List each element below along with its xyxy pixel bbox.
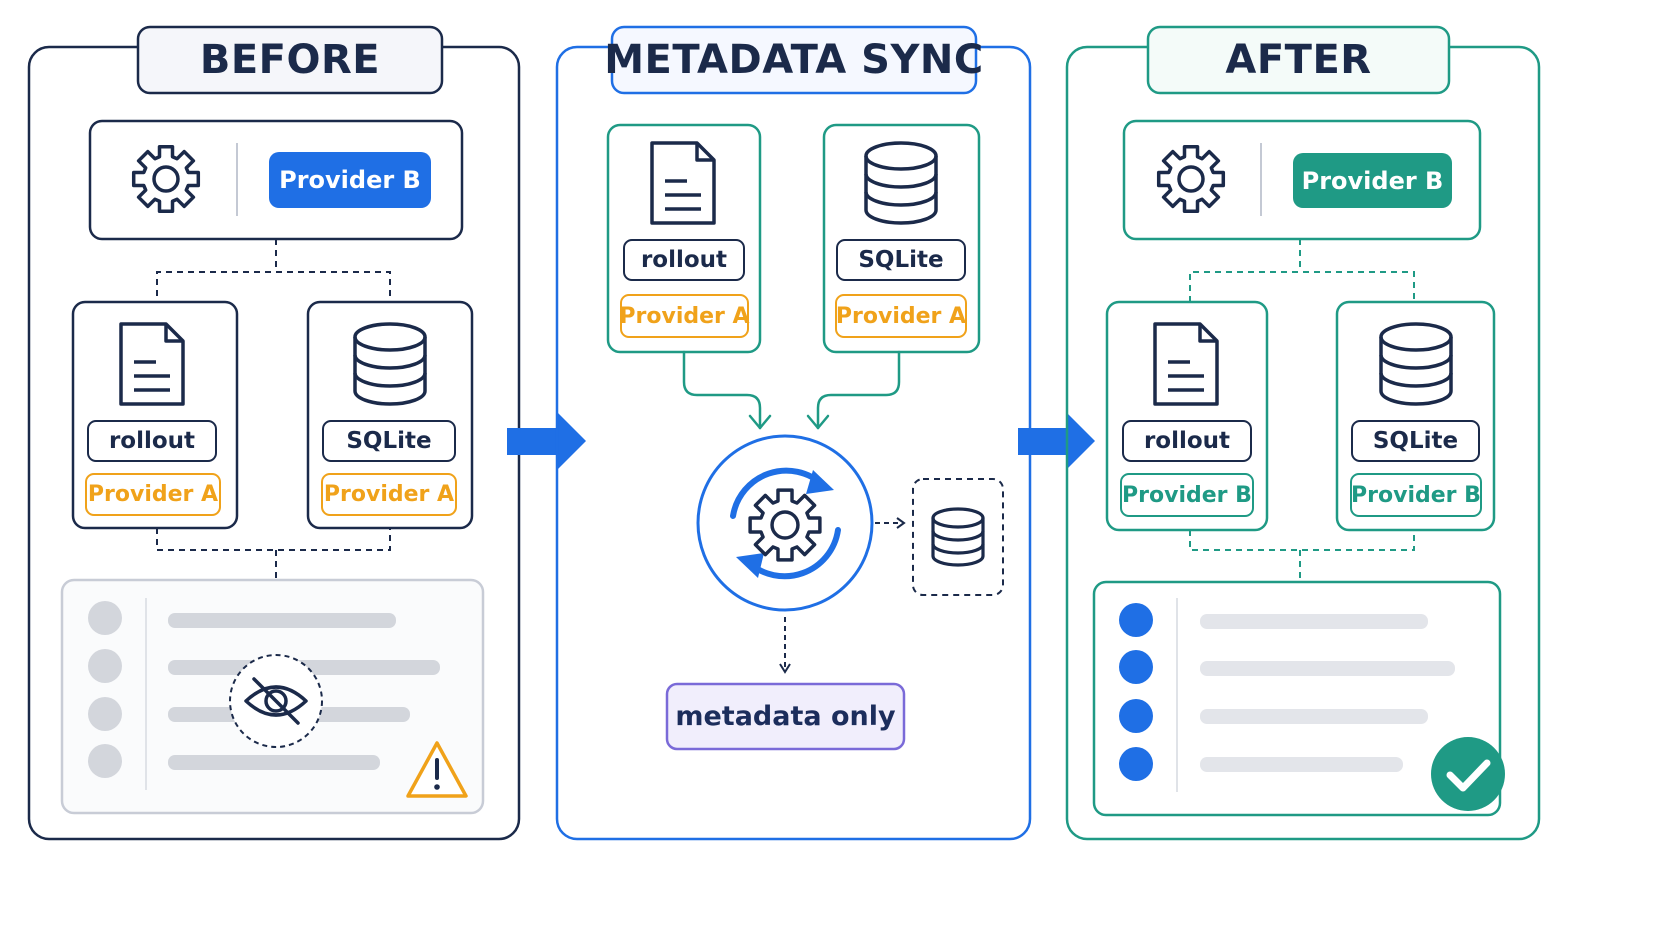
after-active-provider: Provider B <box>1301 166 1444 195</box>
sync-title: METADATA SYNC <box>604 37 984 83</box>
before-list-rows <box>88 601 440 778</box>
after-title-box <box>1146 25 1451 95</box>
metadata-only-label: metadata only <box>675 701 896 732</box>
before-provider-button <box>269 152 431 208</box>
metadata-only-box <box>665 682 906 751</box>
before-active-provider: Provider B <box>279 166 421 194</box>
sync-side-store <box>912 478 1004 596</box>
sync-sqlite-provider: Provider A <box>835 303 967 329</box>
eye-off-icon <box>229 654 323 748</box>
before-rollout-label: rollout <box>108 428 196 454</box>
after-list-box <box>1092 580 1502 817</box>
sync-rollout-label: rollout <box>640 247 728 273</box>
sync-rollout-provider: Provider A <box>619 303 750 329</box>
arrow-right-icon-2 <box>1018 412 1095 470</box>
checkmark-icon <box>1431 737 1505 811</box>
sync-sqlite-label: SQLite <box>858 247 944 273</box>
sync-icon <box>730 467 841 580</box>
before-sqlite-card <box>306 300 474 530</box>
sync-hub <box>696 434 874 612</box>
before-rollout-card <box>71 300 239 530</box>
before-rollout-provider: Provider A <box>87 482 219 507</box>
after-sqlite-label: SQLite <box>1372 428 1459 454</box>
after-sqlite-provider: Provider B <box>1351 482 1481 508</box>
arrow-right-icon <box>507 412 586 470</box>
after-provider-button <box>1293 153 1452 208</box>
after-list-rows <box>1119 603 1455 781</box>
sync-title-box <box>610 25 978 95</box>
before-title-box <box>136 25 444 95</box>
after-rollout-label: rollout <box>1143 428 1231 454</box>
after-title: AFTER <box>1225 37 1372 83</box>
before-title: BEFORE <box>199 37 381 83</box>
warning-icon <box>406 741 468 798</box>
before-sqlite-provider: Provider A <box>323 482 455 507</box>
after-rollout-provider: Provider B <box>1122 482 1252 508</box>
before-sqlite-label: SQLite <box>346 428 432 454</box>
